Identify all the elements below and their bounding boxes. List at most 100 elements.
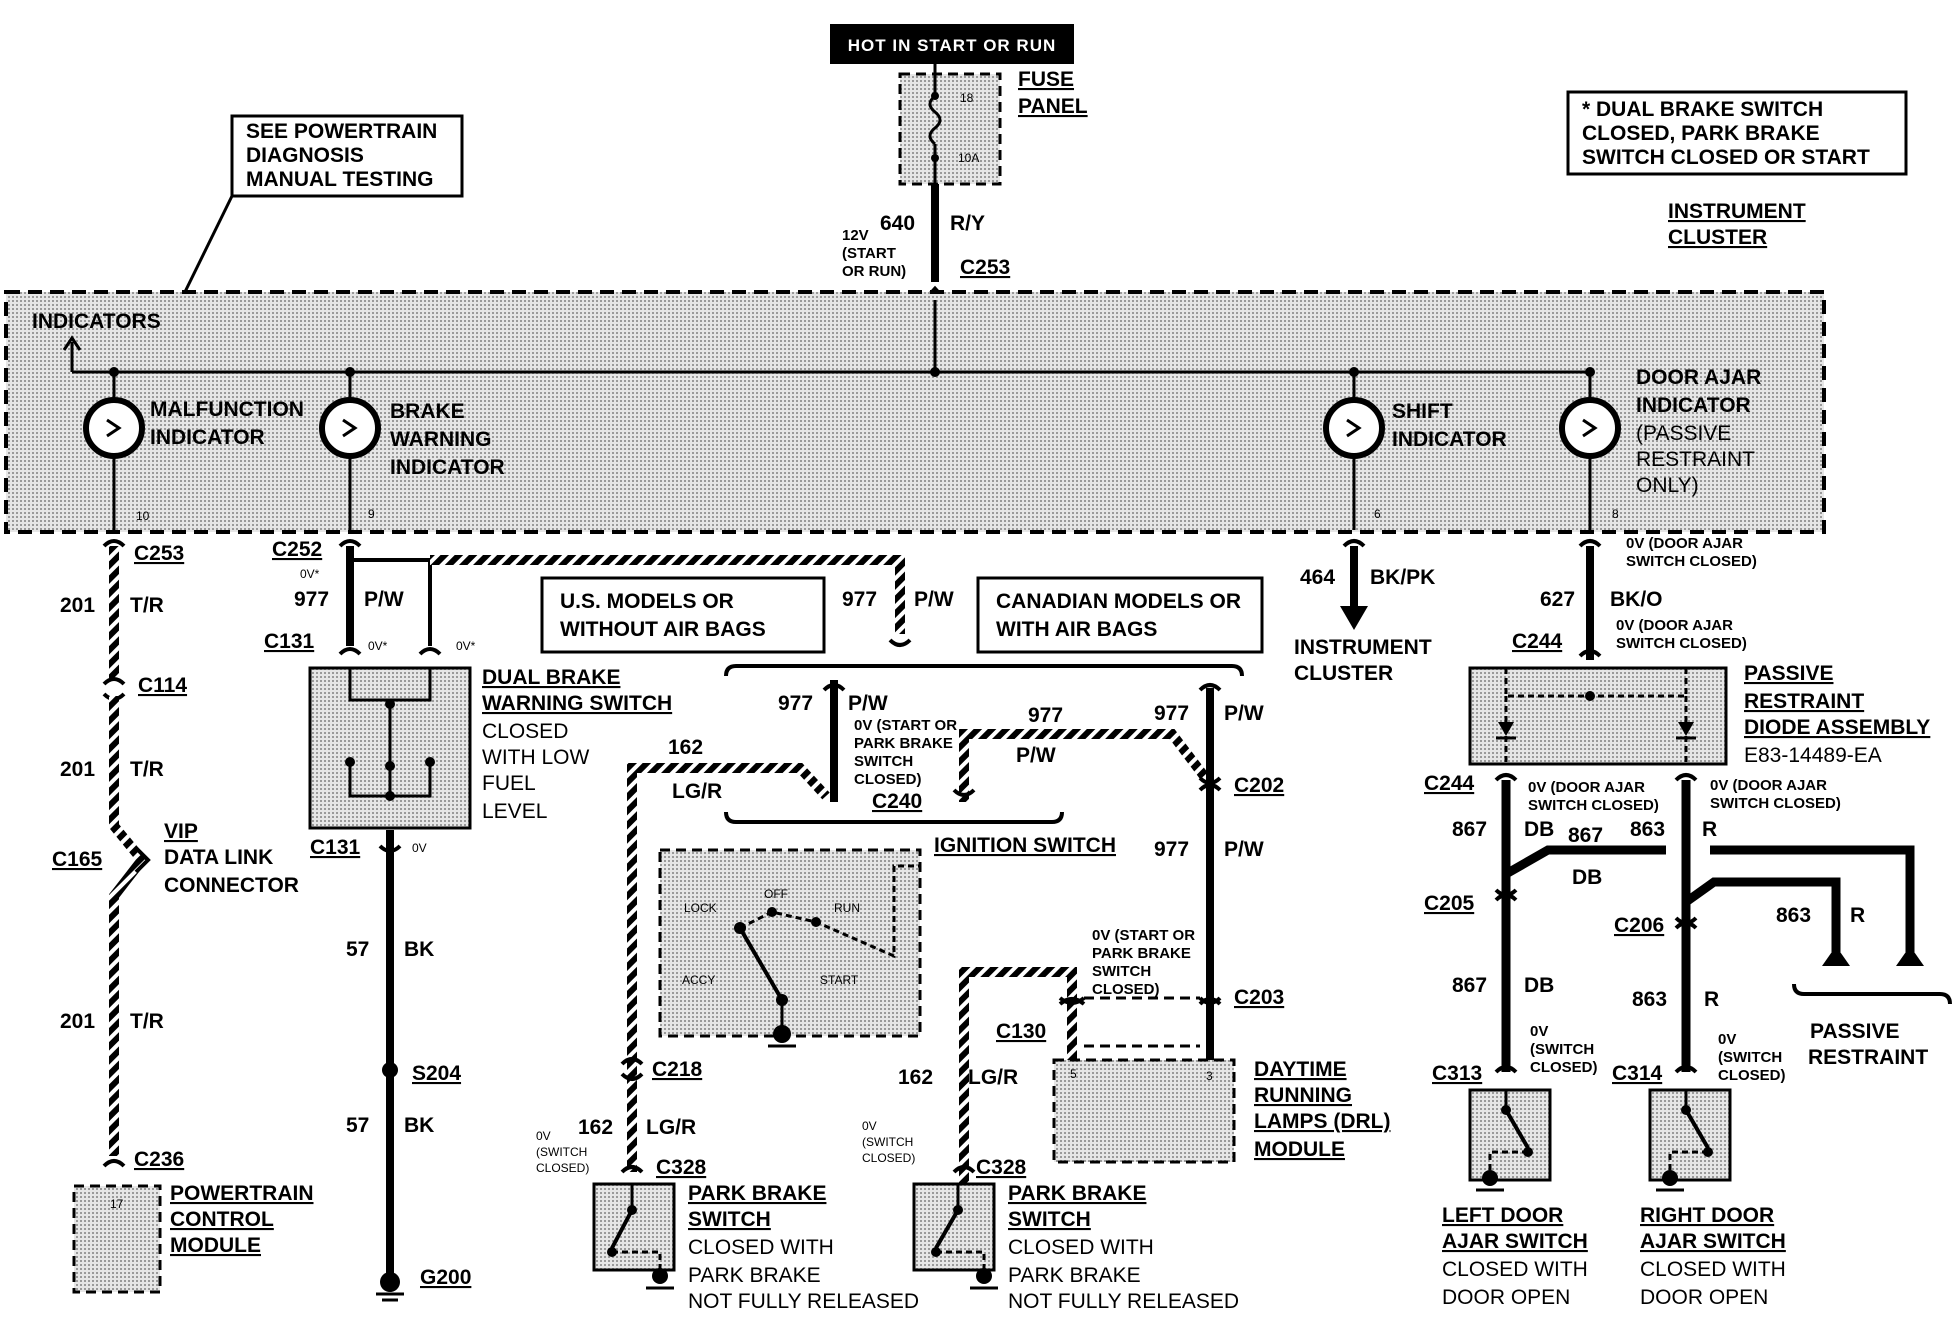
svg-text:863: 863 [1630,818,1665,841]
us-models-box [540,576,826,654]
svg-text:CLOSED WITH: CLOSED WITH [688,1236,834,1259]
svg-text:LEVEL: LEVEL [482,800,547,823]
svg-text:CLOSED WITH: CLOSED WITH [1442,1258,1588,1281]
svg-text:0V: 0V [536,1129,551,1143]
svg-text:977: 977 [842,588,877,611]
svg-text:* DUAL BRAKE SWITCH: * DUAL BRAKE SWITCH [1582,98,1823,121]
svg-text:DAYTIME: DAYTIME [1254,1058,1347,1081]
svg-text:C202: C202 [1234,774,1284,797]
svg-text:R: R [1702,818,1717,841]
svg-text:PASSIVE: PASSIVE [1744,662,1833,685]
ignition-switch-box [658,848,922,1038]
svg-text:SWITCH CLOSED): SWITCH CLOSED) [1528,797,1659,814]
svg-text:PARK BRAKE: PARK BRAKE [1092,945,1191,962]
svg-text:DIODE ASSEMBLY: DIODE ASSEMBLY [1744,716,1930,739]
brake-warning-bulb-icon [319,397,381,459]
svg-text:RIGHT DOOR: RIGHT DOOR [1640,1204,1774,1227]
svg-text:G200: G200 [420,1266,471,1289]
svg-text:BK/O: BK/O [1610,588,1663,611]
see-powertrain-box [230,114,464,198]
diode-left-icon [1498,722,1514,736]
svg-text:3: 3 [1206,1069,1213,1083]
malfunction-indicator-bulb-icon [83,397,145,459]
drl-module-box [1052,1058,1236,1164]
svg-text:CLUSTER: CLUSTER [1668,226,1767,249]
svg-text:C240: C240 [872,790,922,813]
fuse-rating: 10A [958,151,979,165]
svg-text:(SWITCH: (SWITCH [862,1135,913,1149]
park-brake-left-ground-icon [646,1268,674,1290]
svg-text:BK: BK [404,1114,434,1137]
svg-text:0V: 0V [1718,1031,1736,1048]
header-text: HOT IN START OR RUN [848,36,1057,55]
svg-text:LOCK: LOCK [684,901,717,915]
svg-text:T/R: T/R [130,1010,164,1033]
svg-text:R: R [1704,988,1719,1011]
svg-text:CLOSED): CLOSED) [854,771,922,788]
svg-text:WITHOUT AIR BAGS: WITHOUT AIR BAGS [560,618,766,641]
svg-text:C203: C203 [1234,986,1284,1009]
svg-text:(PASSIVE: (PASSIVE [1636,422,1731,445]
svg-text:P/W: P/W [364,588,404,611]
svg-text:SWITCH: SWITCH [688,1208,771,1231]
header-box [830,24,1074,64]
svg-text:DOOR OPEN: DOOR OPEN [1640,1286,1768,1309]
svg-text:C253: C253 [134,542,184,565]
svg-text:977: 977 [1154,702,1189,725]
wire-640-color: R/Y [950,212,985,235]
svg-text:SWITCH: SWITCH [854,753,913,770]
c218-connector [620,1057,644,1081]
svg-text:RESTRAINT: RESTRAINT [1808,1046,1928,1069]
svg-text:C244: C244 [1512,630,1563,653]
svg-text:SWITCH CLOSED): SWITCH CLOSED) [1616,635,1747,652]
svg-text:ACCY: ACCY [682,973,715,987]
svg-text:162: 162 [578,1116,613,1139]
svg-text:0V: 0V [412,841,427,855]
svg-text:0V (DOOR AJAR: 0V (DOOR AJAR [1710,777,1827,794]
svg-text:SWITCH CLOSED): SWITCH CLOSED) [1710,795,1841,812]
pcm-box [72,1184,162,1294]
svg-text:(SWITCH: (SWITCH [536,1145,587,1159]
svg-text:WITH LOW: WITH LOW [482,746,589,769]
svg-text:SWITCH CLOSED): SWITCH CLOSED) [1626,553,1757,570]
svg-text:SEE POWERTRAIN: SEE POWERTRAIN [246,120,437,143]
svg-text:WARNING: WARNING [390,428,492,451]
svg-text:0V (START OR: 0V (START OR [854,717,957,734]
svg-text:PARK BRAKE: PARK BRAKE [1008,1182,1146,1205]
svg-text:DB: DB [1524,818,1554,841]
svg-text:977: 977 [294,588,329,611]
svg-text:DATA LINK: DATA LINK [164,846,273,869]
connector-c253-top: C253 [960,256,1010,279]
svg-text:PASSIVE: PASSIVE [1810,1020,1899,1043]
fuse-panel-label: FUSE [1018,68,1074,91]
svg-text:CLOSED): CLOSED) [1530,1059,1598,1076]
svg-text:SWITCH: SWITCH [1008,1208,1091,1231]
svg-text:PARK BRAKE: PARK BRAKE [688,1264,821,1287]
svg-text:VIP: VIP [164,820,198,843]
svg-text:17: 17 [110,1197,124,1211]
svg-text:867: 867 [1568,824,1603,847]
svg-text:863: 863 [1776,904,1811,927]
passive-diode-box [1468,666,1728,766]
svg-text:CLOSED): CLOSED) [1718,1067,1786,1084]
svg-text:SWITCH: SWITCH [1092,963,1151,980]
svg-text:977: 977 [1028,704,1063,727]
park-brake-switch-left-box [592,1182,676,1272]
right-door-switch-box [1648,1088,1732,1182]
svg-text:P/W: P/W [1224,838,1264,861]
svg-text:(SWITCH: (SWITCH [1718,1049,1782,1066]
svg-text:SWITCH CLOSED OR START: SWITCH CLOSED OR START [1582,146,1870,169]
svg-text:E83-14489-EA: E83-14489-EA [1744,744,1882,767]
svg-text:INDICATOR: INDICATOR [150,426,265,449]
svg-text:WITH AIR BAGS: WITH AIR BAGS [996,618,1157,641]
svg-text:R: R [1850,904,1865,927]
shift-indicator-bulb-icon [1323,397,1385,459]
svg-text:C244: C244 [1424,772,1475,795]
svg-text:9: 9 [368,507,375,521]
svg-text:0V: 0V [862,1119,877,1133]
svg-text:C328: C328 [976,1156,1027,1179]
svg-text:P/W: P/W [848,692,888,715]
indicators-label: INDICATORS [32,310,161,333]
svg-text:FUEL: FUEL [482,772,536,795]
